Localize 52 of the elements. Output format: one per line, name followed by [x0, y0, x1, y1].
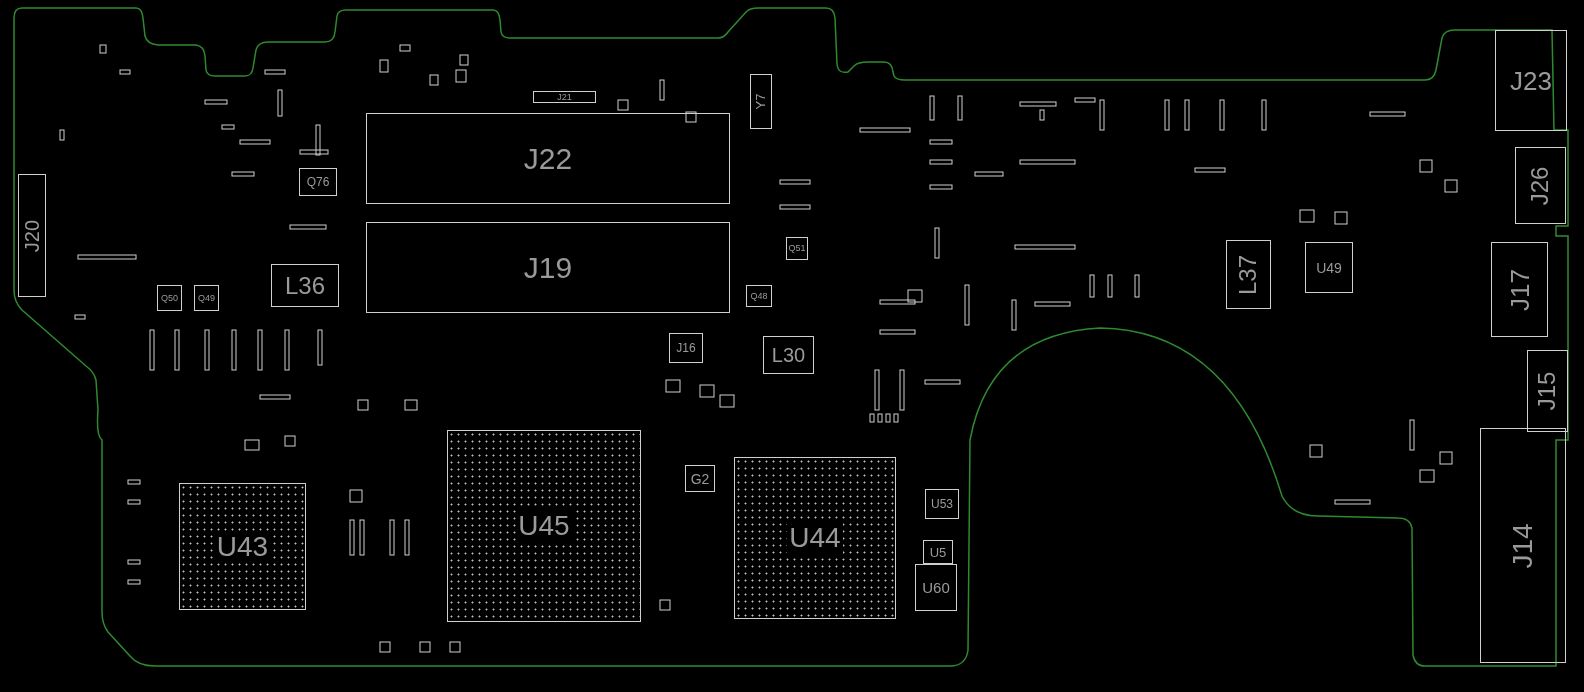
reference-designator: J14 [1509, 522, 1537, 569]
component-outline [786, 237, 808, 260]
reference-designator: G2 [690, 471, 710, 486]
chip-package-outline [447, 430, 641, 622]
reference-designator: L30 [771, 345, 806, 365]
chip-package-outline [734, 457, 896, 619]
reference-designator: J26 [1528, 166, 1553, 205]
component-outline [685, 465, 715, 492]
component-outline [1305, 242, 1353, 293]
reference-designator: J19 [523, 252, 573, 283]
reference-designator: J20 [22, 219, 42, 252]
reference-designator: J22 [523, 143, 573, 174]
reference-designator: Q50 [161, 293, 178, 303]
component-outline [271, 264, 339, 307]
reference-designator: U53 [931, 498, 953, 510]
component-outline [1495, 30, 1567, 131]
reference-designator: L36 [284, 273, 325, 298]
component-outline [1527, 350, 1568, 432]
reference-designator: Q51 [788, 244, 806, 253]
component-outline [1226, 240, 1271, 309]
component-outline [1515, 147, 1566, 224]
reference-designator: L37 [1236, 254, 1261, 295]
component-outline [299, 168, 337, 196]
component-outline [669, 333, 703, 363]
reference-designator: Q48 [750, 291, 768, 301]
component-outline [1480, 428, 1566, 663]
component-outline [1491, 242, 1548, 337]
component-outline [915, 564, 957, 611]
component-outline [18, 174, 46, 297]
reference-designator: J23 [1510, 67, 1552, 94]
component-outline [194, 285, 219, 311]
reference-designator: U5 [929, 545, 947, 559]
reference-designator: J16 [676, 342, 696, 354]
component-outline [366, 113, 730, 204]
reference-designator: J15 [1535, 371, 1560, 411]
reference-designator: U44 [787, 522, 843, 554]
component-outline [533, 91, 596, 103]
chip-package-outline [179, 483, 306, 610]
reference-designator: Q49 [198, 293, 215, 303]
component-outline [925, 489, 959, 519]
component-outline [923, 540, 953, 564]
reference-designator: Q76 [306, 176, 330, 188]
reference-designator: J21 [557, 92, 572, 102]
reference-designator: U60 [922, 580, 950, 595]
component-outline [366, 222, 730, 313]
component-outline [763, 336, 814, 374]
component-outline [750, 74, 772, 129]
reference-designator: Y7 [754, 93, 768, 110]
reference-designator: U49 [1316, 260, 1342, 275]
component-outline [157, 285, 182, 311]
reference-designator: J17 [1506, 268, 1533, 311]
component-outline [746, 285, 772, 307]
